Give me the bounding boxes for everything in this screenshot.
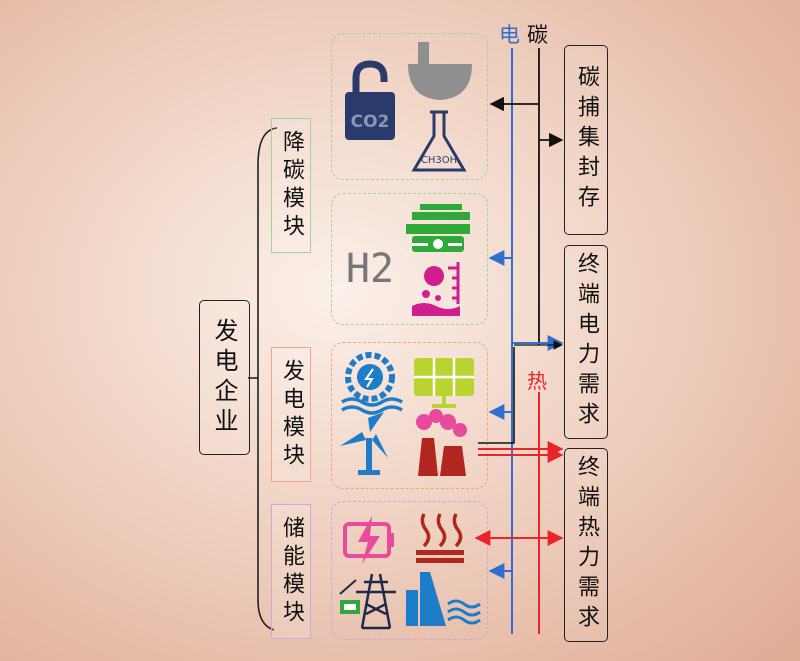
demand-box-ccs: 碳捕集封存 — [564, 45, 608, 235]
co2-text: CO2 — [351, 112, 390, 132]
chemical-tank-icon — [412, 262, 460, 316]
heat-storage-icon — [416, 513, 464, 563]
wind-turbine-icon — [340, 412, 388, 475]
module-label-power-generation: 发电模块 — [271, 347, 311, 482]
plant-carbon-path — [478, 347, 515, 444]
root-label: 发电企业 — [210, 317, 238, 438]
heat-label: 热 — [527, 369, 547, 393]
electricity-label: 电 — [499, 23, 520, 47]
power-plant-icon — [416, 409, 467, 476]
battery-charging-icon — [343, 516, 394, 564]
carbon-module-bottom-box — [331, 193, 488, 325]
root-label-box: 发电企业 — [199, 300, 250, 455]
hydro-dam-icon — [406, 572, 481, 626]
capture-funnel-icon — [408, 42, 472, 100]
hydro-turbine-icon — [341, 352, 403, 415]
module-label-energy-storage: 储能模块 — [271, 504, 311, 639]
ch3oh-text: CH3OH — [421, 155, 457, 166]
unlock-co2-icon — [345, 60, 395, 140]
carbon-label: 碳 — [527, 23, 548, 47]
methanol-flask-icon — [411, 110, 467, 172]
transmission-tower-icon — [339, 573, 396, 630]
storage-module-box — [331, 501, 488, 640]
electrolyzer-icon — [406, 204, 470, 252]
h2-text: H2 — [346, 246, 394, 292]
module-label-carbon-reduction: 降碳模块 — [271, 118, 311, 253]
solar-panel-icon — [414, 358, 474, 408]
carbon-module-top-box — [331, 33, 488, 180]
demand-box-heat: 终端热力需求 — [564, 448, 608, 642]
power-module-box — [331, 342, 488, 489]
demand-box-electricity: 终端电力需求 — [564, 245, 608, 439]
